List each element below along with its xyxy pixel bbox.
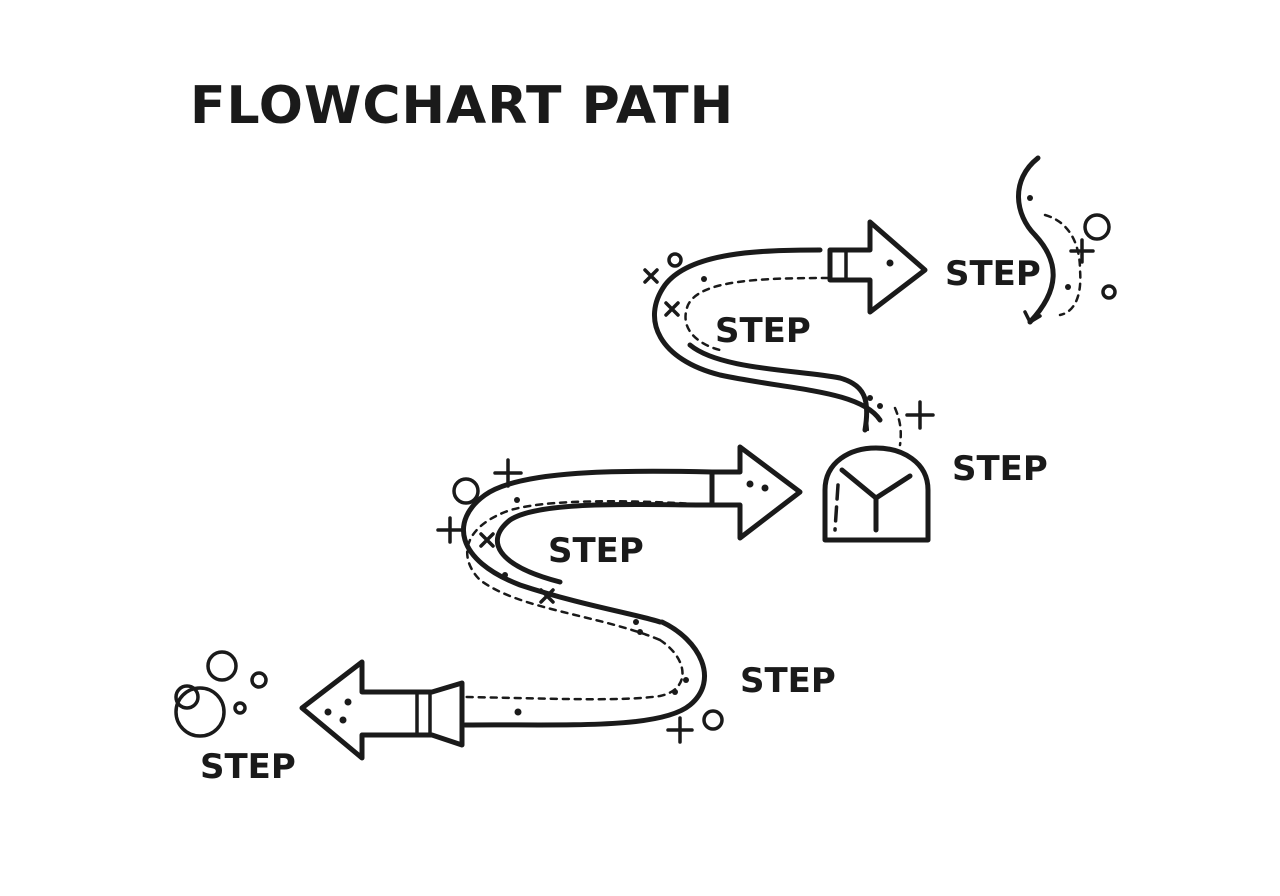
step-label-6: STEP xyxy=(200,747,296,787)
arrow-left-icon xyxy=(299,659,465,761)
arrow-right-icon xyxy=(709,444,803,541)
step-label-4: STEP xyxy=(548,531,644,571)
wave-arrow-icon xyxy=(1016,155,1117,325)
bubble-icon xyxy=(174,650,268,738)
step-label-5: STEP xyxy=(740,661,836,701)
top-path-segment xyxy=(652,247,903,447)
step-label-2: STEP xyxy=(715,311,811,351)
page-title: FLOWCHART PATH xyxy=(190,76,735,136)
sparkle-icon xyxy=(666,709,724,744)
step-label-1: STEP xyxy=(945,254,1041,294)
dome-gate-icon xyxy=(822,445,931,543)
bottom-path-segment xyxy=(462,619,708,728)
arrow-right-icon xyxy=(827,219,928,315)
middle-path-segment xyxy=(461,468,715,642)
sparkle-icon xyxy=(643,252,935,430)
step-label-3: STEP xyxy=(952,449,1048,489)
sparkle-icon xyxy=(436,458,555,604)
